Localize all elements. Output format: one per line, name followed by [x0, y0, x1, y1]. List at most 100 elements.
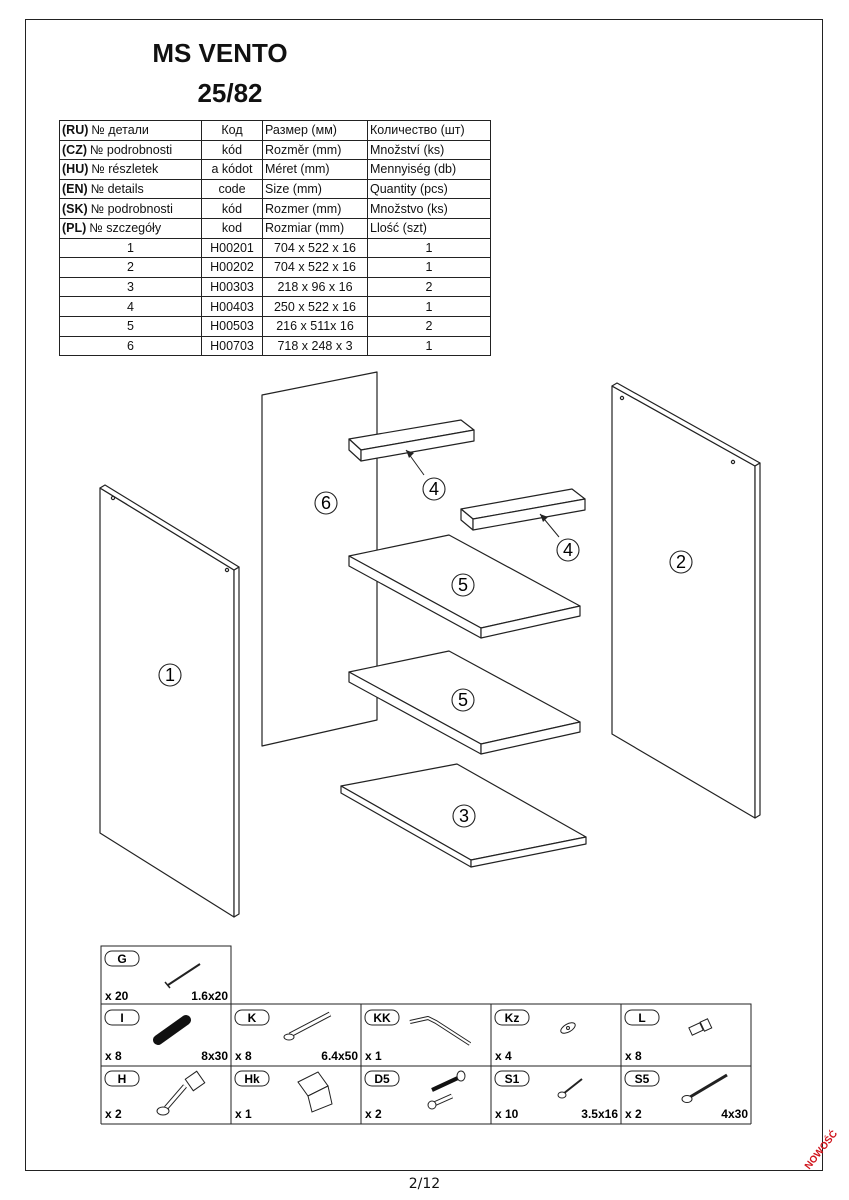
label-part-1: 1	[158, 663, 182, 687]
badge-label: H	[118, 1072, 127, 1086]
part-labels: 1 2 3 4 4 5 5	[158, 449, 693, 828]
lang-code: (HU)	[62, 162, 89, 177]
count-label: x 2	[105, 1107, 122, 1121]
hardware-cell-L: L x 8	[624, 1009, 713, 1063]
label-part-6-text: 6	[321, 493, 331, 513]
badge-label: S5	[635, 1072, 650, 1086]
badge-shape	[494, 1009, 530, 1026]
anchor-icon	[283, 1011, 332, 1041]
table-row: (PL)№ szczegóły kod Rozmiar (mm) Llość (…	[59, 217, 491, 239]
badge-shape	[234, 1070, 270, 1087]
lang-code: (EN)	[62, 182, 88, 197]
label-part-4a: 4	[405, 449, 446, 501]
size-header: Размер (мм)	[262, 120, 368, 141]
lang-code: (RU)	[62, 123, 89, 138]
badge-label: S1	[505, 1072, 520, 1086]
code-header: kod	[201, 217, 263, 239]
label-part-4a-text: 4	[429, 479, 439, 499]
table-row: 2 H00202 704 x 522 x 16 1	[59, 257, 491, 278]
part-size: 718 x 248 x 3	[262, 335, 368, 357]
hardware-cell-S5: S5 x 2 4x30	[624, 1070, 748, 1121]
part-code: H00201	[201, 237, 263, 259]
table-row: 6 H00703 718 x 248 x 3 1	[59, 335, 491, 357]
count-label: x 2	[625, 1107, 642, 1121]
badge-shape	[494, 1070, 530, 1087]
label-part-5b: 5	[451, 688, 475, 712]
badge-label: Hk	[244, 1072, 260, 1086]
lang-label: № podrobnosti	[90, 142, 173, 157]
hardware-cell-S1: S1 x 10 3.5x16	[494, 1070, 618, 1121]
badge-label: G	[117, 952, 126, 966]
table-row: (SK)№ podrobnosti kód Rozmer (mm) Množst…	[59, 198, 491, 219]
hardware-cell-G: G x 20 1.6x20	[104, 950, 228, 1003]
screw-large-icon	[681, 1073, 728, 1103]
table-row: 3 H00303 218 x 96 x 16 2	[59, 276, 491, 298]
panel-1-left-side	[99, 484, 240, 918]
label-part-2-text: 2	[676, 552, 686, 572]
hardware-cell-Hk: Hk x 1	[234, 1070, 333, 1121]
count-label: x 2	[365, 1107, 382, 1121]
count-label: x 20	[105, 989, 129, 1003]
screw-small-icon	[557, 1078, 583, 1099]
badge-shape	[104, 1009, 140, 1026]
label-part-6: 6	[314, 491, 338, 515]
product-code: 25/82	[197, 78, 263, 108]
code-header: code	[201, 178, 263, 200]
table-row: (EN)№ details code Size (mm) Quantity (p…	[59, 178, 491, 200]
page-frame	[25, 19, 823, 1171]
badge-shape	[234, 1009, 270, 1026]
label-part-3-text: 3	[459, 806, 469, 826]
label-part-4b-text: 4	[563, 540, 573, 560]
lang-label: № részletek	[91, 162, 159, 177]
hardware-cell-I: I x 8 8x30	[104, 1009, 228, 1063]
label-part-3: 3	[452, 804, 476, 828]
lang-code: (PL)	[62, 221, 87, 236]
badge-shape	[104, 950, 140, 967]
count-label: x 1	[365, 1049, 382, 1063]
size-label: 4x30	[721, 1107, 748, 1121]
count-label: x 8	[235, 1049, 252, 1063]
badge-label: Kz	[505, 1011, 520, 1025]
badge-label: KK	[373, 1011, 391, 1025]
hardware-cell-D5: D5 x 2	[364, 1070, 466, 1121]
count-label: x 1	[235, 1107, 252, 1121]
nail-icon	[164, 963, 201, 989]
label-part-2: 2	[669, 550, 693, 574]
size-label: 8x30	[201, 1049, 228, 1063]
clip-icon	[297, 1071, 333, 1113]
lang-label: № szczegóły	[89, 221, 162, 236]
product-title: MS VENTO	[152, 38, 288, 68]
size-label: 1.6x20	[191, 989, 228, 1003]
size-header: Rozmiar (mm)	[262, 217, 368, 239]
hardware-grid	[100, 945, 752, 1125]
badge-shape	[624, 1009, 660, 1026]
lang-code: (SK)	[62, 201, 88, 216]
part-qty: 1	[367, 335, 491, 357]
hex-key-icon	[409, 1016, 472, 1046]
badge-shape	[364, 1070, 400, 1087]
count-label: x 8	[105, 1049, 122, 1063]
table-row: (RU)№ детали Код Размер (мм) Количество …	[59, 120, 491, 141]
lang-label: № podrobnosti	[90, 201, 173, 216]
code-header: a kódot	[201, 159, 263, 180]
count-label: x 10	[495, 1107, 519, 1121]
table-row: 4 H00403 250 x 522 x 16 1	[59, 296, 491, 317]
badge-label: I	[120, 1011, 123, 1025]
badge-shape	[104, 1070, 140, 1087]
leveling-foot-icon	[156, 1070, 206, 1116]
shelf-pin-icon	[688, 1018, 713, 1036]
hardware-cell-H: H x 2	[104, 1070, 206, 1121]
parts-table: (RU)№ детали Код Размер (мм) Количество …	[59, 120, 491, 357]
count-label: x 8	[625, 1049, 642, 1063]
part-qty: 1	[367, 237, 491, 259]
dowel-icon	[153, 1015, 191, 1045]
table-row: (CZ)№ podrobnosti kód Rozměr (mm) Množst…	[59, 139, 491, 161]
label-part-5b-text: 5	[458, 690, 468, 710]
panel-6-back	[261, 371, 378, 747]
bolt-icon	[427, 1070, 466, 1110]
shelf-4-upper	[348, 419, 475, 462]
cap-icon	[560, 1022, 576, 1034]
label-part-4b: 4	[539, 513, 580, 562]
size-label: 3.5x16	[581, 1107, 618, 1121]
